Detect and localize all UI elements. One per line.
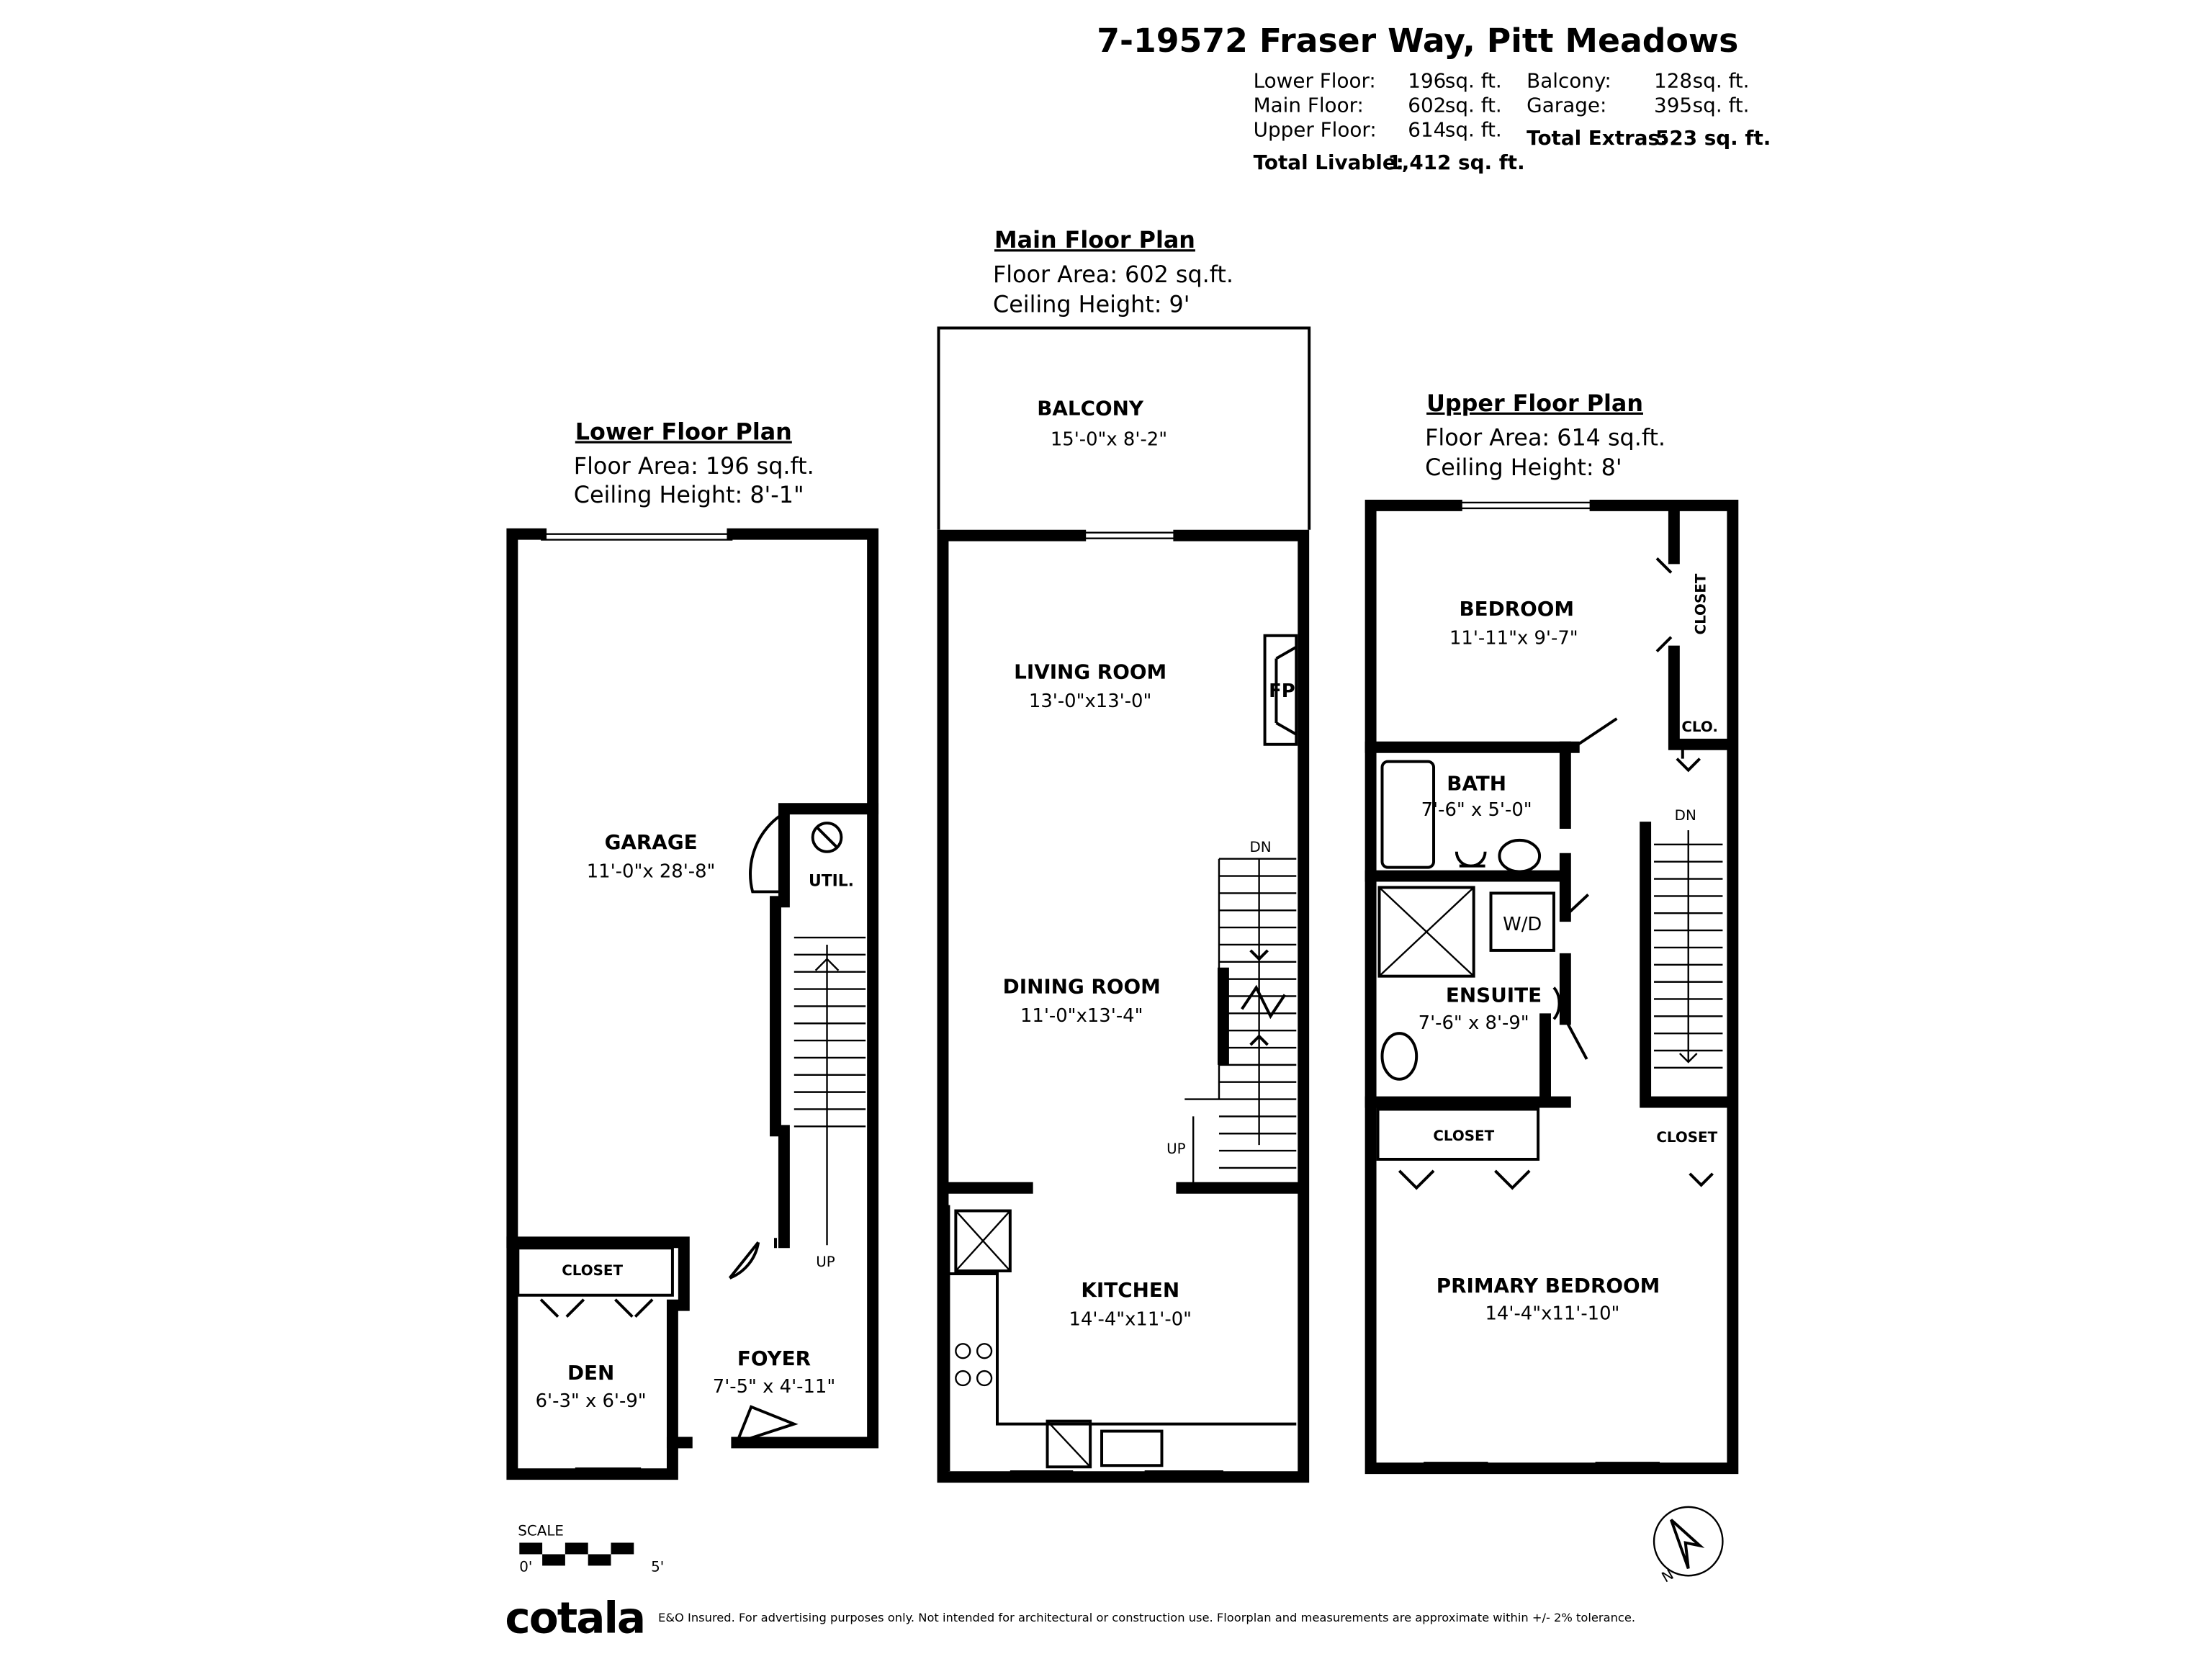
area-unit: sq. ft. <box>1445 93 1502 117</box>
fireplace-label: FP <box>1269 680 1295 702</box>
plan-ceiling: Ceiling Height: 8'-1" <box>574 482 804 508</box>
plan-title: Upper Floor Plan <box>1426 390 1643 417</box>
room-name: BEDROOM <box>1459 597 1574 621</box>
room-dims: 7'-6" x 5'-0" <box>1421 799 1532 821</box>
room-name: DEN <box>567 1361 614 1385</box>
room-dims: 7'-6" x 8'-9" <box>1419 1012 1529 1034</box>
room-name: CLOSET <box>1693 573 1709 634</box>
room-name: FOYER <box>737 1346 811 1370</box>
scale-bar: SCALE 0' 5' <box>518 1523 664 1575</box>
stairs <box>1184 858 1297 1185</box>
room-name: CLOSET <box>1433 1128 1494 1144</box>
room-name: CLOSET <box>1656 1129 1717 1146</box>
area-label: Main Floor: <box>1254 93 1364 117</box>
stairs <box>1654 830 1723 1069</box>
area-unit: sq. ft. <box>1445 69 1502 93</box>
room-dims: 14'-4"x11'-10" <box>1485 1303 1620 1325</box>
room-dims: 15'-0"x 8'-2" <box>1051 428 1167 450</box>
area-value: 614 <box>1408 117 1446 141</box>
cotala-logo: cotala <box>505 1594 644 1644</box>
room-name: W/D <box>1503 914 1542 935</box>
area-label: Lower Floor: <box>1254 69 1376 93</box>
extra-unit: sq. ft. <box>1693 93 1750 117</box>
room-dims: 14'-4"x11'-0" <box>1069 1309 1192 1331</box>
room-name: CLO. <box>1681 719 1718 735</box>
lower-floor-plan: Lower Floor Plan Floor Area: 196 sq.ft. … <box>506 419 879 1480</box>
stair-up-label: UP <box>1166 1141 1186 1157</box>
room-dims: 7'-5" x 4'-11" <box>713 1376 835 1398</box>
room-dims: 6'-3" x 6'-9" <box>536 1390 647 1412</box>
room-name: PRIMARY BEDROOM <box>1437 1274 1660 1298</box>
plan-ceiling: Ceiling Height: 8' <box>1425 454 1622 481</box>
extra-unit: sq. ft. <box>1693 69 1750 93</box>
plan-title: Lower Floor Plan <box>575 419 792 446</box>
upper-floor-plan: Upper Floor Plan Floor Area: 614 sq.ft. … <box>1364 390 1739 1475</box>
address-title: 7-19572 Fraser Way, Pitt Meadows <box>1097 22 1738 60</box>
stair-dn-label: DN <box>1675 807 1696 824</box>
scale-label: SCALE <box>518 1523 564 1539</box>
scale-start: 0' <box>519 1558 532 1575</box>
area-unit: sq. ft. <box>1445 117 1502 141</box>
room-name: UTIL. <box>809 872 854 890</box>
north-arrow-icon: N <box>1653 1506 1724 1586</box>
scale-end: 5' <box>651 1558 664 1575</box>
extra-value: 128 <box>1654 69 1692 93</box>
room-name: BATH <box>1447 771 1506 795</box>
room-name: LIVING ROOM <box>1014 660 1166 683</box>
plan-area: Floor Area: 196 sq.ft. <box>574 453 814 480</box>
total-livable-value: 1,412 sq. ft. <box>1388 150 1524 174</box>
footer: cotala E&O Insured. For advertising purp… <box>505 1594 1635 1644</box>
room-name: GARAGE <box>605 830 698 854</box>
plan-title: Main Floor Plan <box>994 227 1195 253</box>
total-extras-label: Total Extras: <box>1527 126 1668 150</box>
room-dims: 11'-0"x 28'-8" <box>587 861 716 883</box>
stair-dn-label: DN <box>1250 839 1272 855</box>
total-extras-value: 523 sq. ft. <box>1655 126 1771 150</box>
total-livable-label: Total Livable: <box>1254 150 1404 174</box>
area-label: Upper Floor: <box>1254 117 1377 141</box>
area-value: 196 <box>1408 69 1446 93</box>
stair-label: UP <box>816 1254 835 1270</box>
plan-ceiling: Ceiling Height: 9' <box>993 292 1190 318</box>
room-dims: 11'-11"x 9'-7" <box>1449 628 1578 649</box>
room-name: BALCONY <box>1037 397 1144 421</box>
area-value: 602 <box>1408 93 1446 117</box>
stairs <box>793 936 866 1246</box>
extra-label: Garage: <box>1527 93 1606 117</box>
extra-label: Balcony: <box>1527 69 1611 93</box>
extra-value: 395 <box>1654 93 1692 117</box>
room-dims: 13'-0"x13'-0" <box>1029 691 1151 712</box>
room-dims: 11'-0"x13'-4" <box>1020 1005 1143 1027</box>
room-name: ENSUITE <box>1446 983 1542 1007</box>
header: 7-19572 Fraser Way, Pitt Meadows Lower F… <box>1097 22 1771 174</box>
room-name: CLOSET <box>562 1262 623 1279</box>
disclaimer: E&O Insured. For advertising purposes on… <box>658 1611 1635 1624</box>
plan-area: Floor Area: 602 sq.ft. <box>993 261 1233 288</box>
room-name: KITCHEN <box>1081 1278 1179 1302</box>
plan-area: Floor Area: 614 sq.ft. <box>1425 424 1665 451</box>
compass-n-label: N <box>1659 1566 1676 1586</box>
main-floor-plan: Main Floor Plan Floor Area: 602 sq.ft. C… <box>937 227 1311 1483</box>
room-name: DINING ROOM <box>1003 975 1161 999</box>
